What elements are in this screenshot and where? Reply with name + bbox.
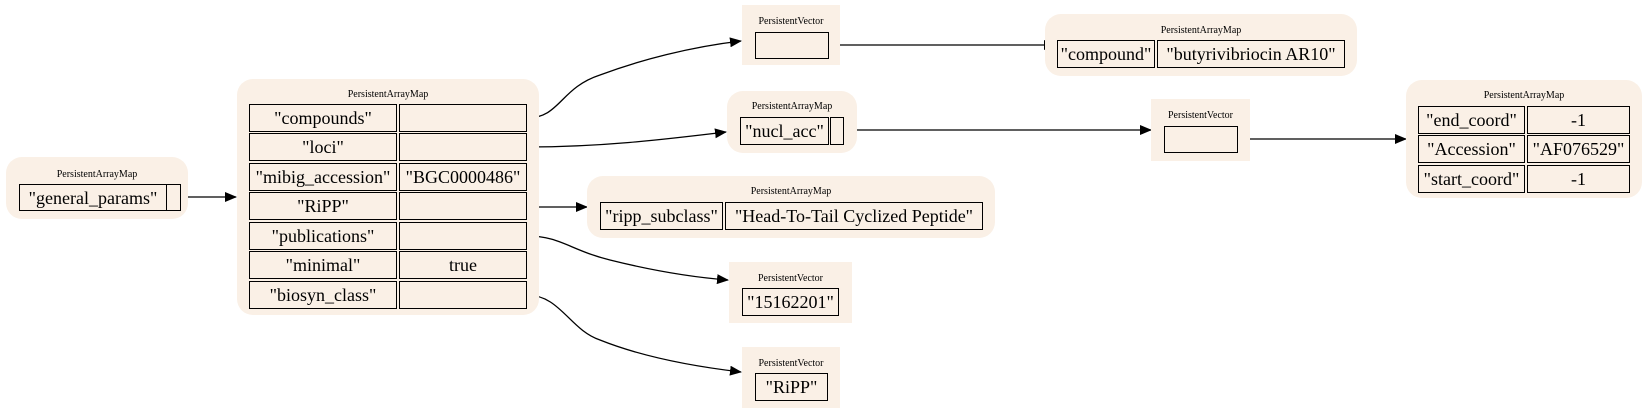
compound-value: "butyrivibriocin AR10" (1157, 40, 1345, 68)
row-key-loci: "loci" (249, 133, 397, 161)
edge-biosyn-to-vector (526, 294, 742, 376)
row-value-mibig-accession: "BGC0000486" (399, 163, 527, 191)
node-type-label: PersistentArrayMap (1160, 25, 1242, 36)
publications-vector-node: PersistentVector "15162201" (729, 262, 852, 323)
compounds-vector-slot (755, 32, 829, 59)
compound-map-node: PersistentArrayMap "compound" "butyrivib… (1045, 14, 1357, 76)
nucl-acc-pointer (830, 117, 844, 145)
row-value-minimal: true (399, 251, 527, 279)
nucl-acc-key: "nucl_acc" (740, 117, 829, 145)
edge-publications-to-vector (526, 235, 729, 285)
row-value-ripp (399, 192, 527, 220)
row-value-publications (399, 222, 527, 250)
node-type-label: PersistentArrayMap (751, 101, 833, 112)
root-map-node: PersistentArrayMap "general_params" (6, 157, 188, 219)
node-type-label: PersistentArrayMap (347, 89, 429, 100)
node-type-label: PersistentVector (758, 16, 824, 27)
nucl-map-node: PersistentArrayMap "end_coord" -1 "Acces… (1406, 80, 1642, 198)
row-key-ripp: "RiPP" (249, 192, 397, 220)
edge-compounds-to-vector (526, 37, 742, 119)
row-value-compounds (399, 104, 527, 132)
main-map-node: PersistentArrayMap "compounds" "loci" "m… (237, 79, 539, 315)
publication-item: "15162201" (742, 288, 839, 316)
row-key-publications: "publications" (249, 222, 397, 250)
node-type-label: PersistentArrayMap (1483, 90, 1565, 101)
ripp-subclass-key: "ripp_subclass" (600, 202, 723, 230)
start-coord-key: "start_coord" (1418, 165, 1525, 193)
biosyn-item: "RiPP" (755, 373, 828, 401)
row-value-biosyn-class (399, 281, 527, 309)
general-params-key: "general_params" (19, 184, 167, 211)
node-type-label: PersistentArrayMap (56, 169, 138, 180)
row-value-loci (399, 133, 527, 161)
row-key-biosyn-class: "biosyn_class" (249, 281, 397, 309)
start-coord-value: -1 (1527, 165, 1630, 193)
end-coord-key: "end_coord" (1418, 106, 1525, 134)
accession-key: "Accession" (1418, 135, 1525, 163)
accession-value: "AF076529" (1527, 135, 1630, 163)
edge-loci-to-map (526, 128, 727, 148)
row-key-mibig-accession: "mibig_accession" (249, 163, 397, 191)
node-type-label: PersistentVector (1168, 110, 1233, 121)
node-type-label: PersistentVector (758, 273, 823, 284)
compound-key: "compound" (1057, 40, 1155, 68)
nucl-vector-node: PersistentVector (1151, 99, 1250, 161)
compounds-vector-node: PersistentVector (742, 5, 840, 65)
node-type-label: PersistentVector (758, 358, 824, 369)
node-type-label: PersistentArrayMap (750, 186, 832, 197)
ripp-subclass-value: "Head-To-Tail Cyclized Peptide" (725, 202, 983, 230)
ripp-map-node: PersistentArrayMap "ripp_subclass" "Head… (587, 176, 995, 238)
row-key-compounds: "compounds" (249, 104, 397, 132)
general-params-pointer (166, 184, 181, 211)
loci-map-node: PersistentArrayMap "nucl_acc" (727, 91, 857, 153)
biosyn-vector-node: PersistentVector "RiPP" (742, 347, 840, 408)
end-coord-value: -1 (1527, 106, 1630, 134)
nucl-vector-slot (1164, 126, 1238, 153)
row-key-minimal: "minimal" (249, 251, 397, 279)
